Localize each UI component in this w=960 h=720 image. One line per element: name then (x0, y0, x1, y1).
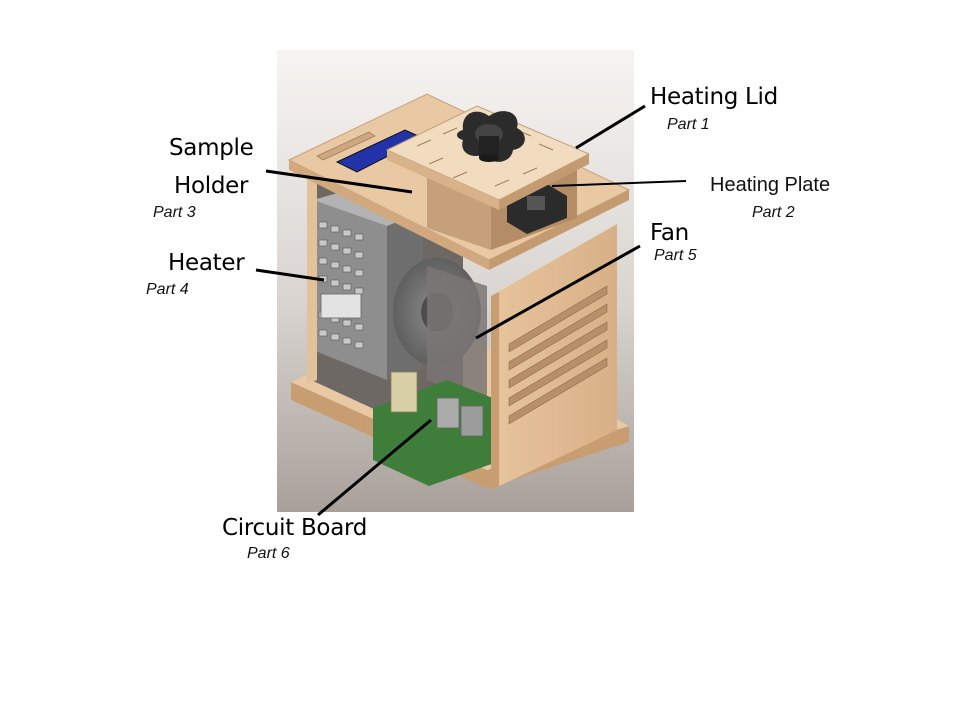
label-heater: Heater (168, 250, 245, 276)
part-label-fan: Part 5 (654, 247, 697, 264)
part-label-heater: Part 4 (146, 281, 189, 298)
part-label-sample-holder: Part 3 (153, 204, 196, 221)
part-label-heating-lid: Part 1 (667, 116, 710, 133)
part-label-heating-plate: Part 2 (752, 204, 795, 221)
device-illustration (277, 50, 634, 512)
part-label-circuit-board: Part 6 (247, 545, 290, 562)
label-sample-holder-line2: Holder (174, 173, 249, 199)
lid-knob (457, 111, 525, 162)
fan (393, 258, 487, 402)
label-circuit-board: Circuit Board (222, 515, 368, 541)
label-heating-lid: Heating Lid (650, 84, 778, 110)
label-heating-plate: Heating Plate (710, 174, 831, 196)
label-fan: Fan (650, 220, 689, 246)
left-post (307, 172, 317, 384)
label-sample-holder-line1: Sample (169, 135, 254, 161)
